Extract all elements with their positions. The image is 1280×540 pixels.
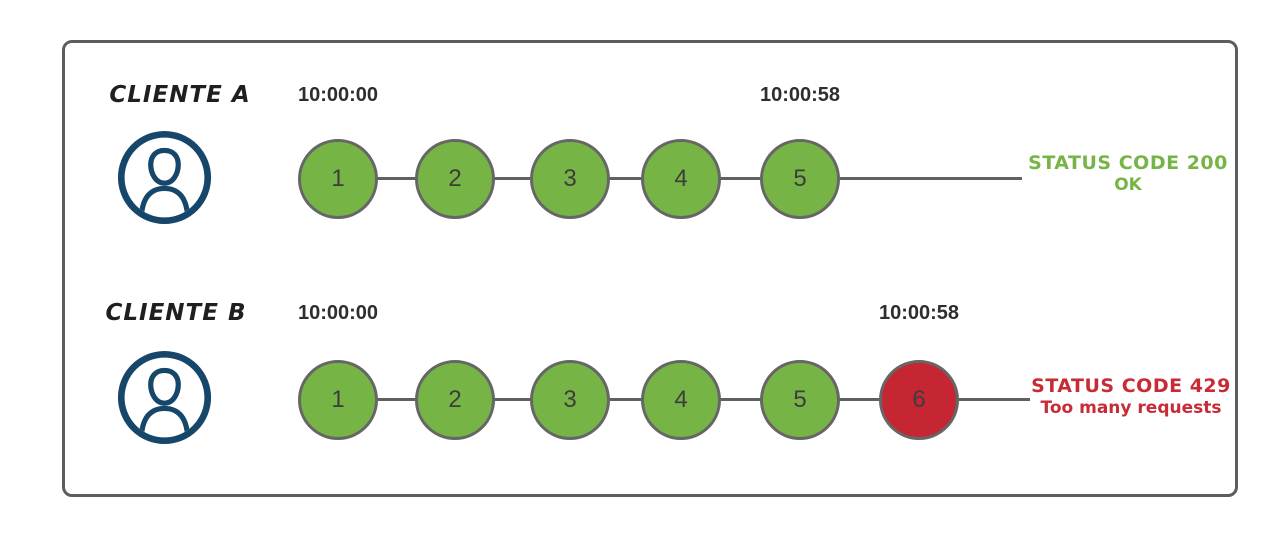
row-a-start-time-label: 10:00:00 [297, 84, 379, 106]
row-a-end-time-label: 10:00:58 [759, 84, 841, 106]
row-a-request-1-circle: 1 [298, 139, 378, 219]
row-b-status-message-label: Too many requests [1040, 398, 1222, 418]
row-b-request-1-circle: 1 [298, 360, 378, 440]
row-a-request-5-circle: 5 [760, 139, 840, 219]
row-b-status-block: STATUS CODE 429 Too many requests [1022, 375, 1240, 419]
user-avatar-icon [117, 130, 212, 225]
row-a-request-4-circle: 4 [641, 139, 721, 219]
row-a-request-3-circle: 3 [530, 139, 610, 219]
client-a-label: CLIENTE A [109, 82, 251, 108]
row-b-request-5-circle: 5 [760, 360, 840, 440]
row-b-request-6-circle: 6 [879, 360, 959, 440]
row-a-request-2-circle: 2 [415, 139, 495, 219]
row-a-status-block: STATUS CODE 200 OK [1022, 152, 1234, 196]
row-b-end-time-label: 10:00:58 [878, 302, 960, 324]
row-a-status-code-label: STATUS CODE 200 [1028, 152, 1228, 174]
row-b-status-code-label: STATUS CODE 429 [1031, 375, 1231, 397]
diagram-frame [62, 40, 1238, 497]
row-a-status-message-label: OK [1114, 175, 1142, 195]
row-b-request-4-circle: 4 [641, 360, 721, 440]
row-b-start-time-label: 10:00:00 [297, 302, 379, 324]
user-avatar-icon [117, 350, 212, 445]
row-b-request-3-circle: 3 [530, 360, 610, 440]
row-b-request-2-circle: 2 [415, 360, 495, 440]
client-b-label: CLIENTE B [105, 300, 247, 326]
